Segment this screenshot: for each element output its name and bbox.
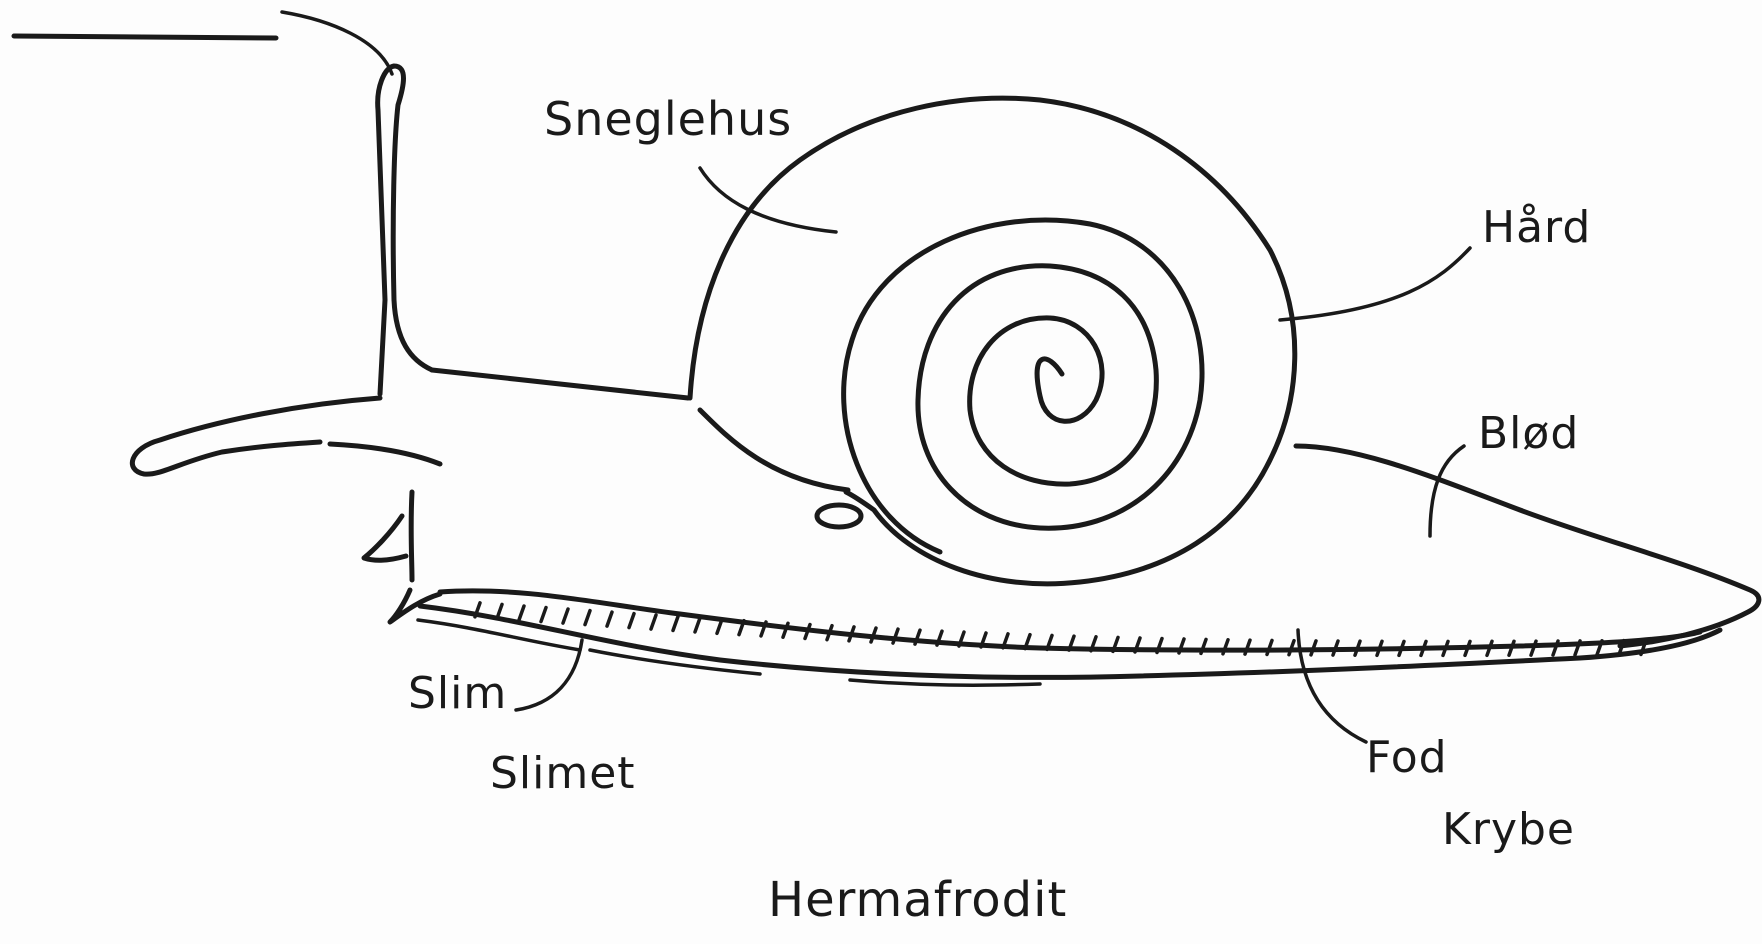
slime-leader-line: [516, 640, 582, 710]
body-back-front: [432, 370, 688, 398]
foot-hatch-mark: [1421, 641, 1426, 655]
shell-leader-line: [700, 168, 836, 232]
foot-top: [440, 591, 1700, 650]
foot-hatch-mark: [673, 617, 678, 631]
foot-hatch-mark: [1333, 641, 1338, 655]
foot-hatch-mark: [1377, 641, 1382, 655]
body-back-rear: [1296, 446, 1759, 646]
lower-tentacle-line-2: [330, 444, 440, 464]
head-front: [411, 492, 412, 580]
slime-trail-1: [418, 620, 580, 650]
label-hermaphrodite: Hermafrodit: [768, 876, 1067, 924]
label-slime: Slim: [408, 672, 507, 716]
hard-leader-line: [1280, 248, 1470, 320]
breathing-pore: [817, 505, 861, 527]
foot-hatch-mark: [1465, 641, 1470, 655]
foot-hatch-mark: [1509, 641, 1514, 655]
shell-spiral: [844, 220, 1202, 552]
soft-leader-line: [1430, 446, 1464, 536]
foot-hatch-mark: [563, 609, 568, 623]
foot-hatch-mark: [871, 628, 876, 642]
label-foot: Fod: [1366, 736, 1448, 780]
foot-hatch-mark: [541, 608, 546, 622]
label-shell: Sneglehus: [544, 96, 792, 142]
mantle: [700, 410, 848, 490]
foot-hatch-mark: [519, 606, 524, 620]
foot-hatch-mark: [849, 627, 854, 641]
foot-bottom: [420, 606, 1720, 677]
label-hard: Hård: [1482, 206, 1591, 250]
foot-hatch-mark: [1399, 641, 1404, 655]
foot-leader-line: [1298, 630, 1366, 742]
foot-hatch-mark: [1311, 641, 1316, 655]
foot-hatch-mark: [827, 626, 832, 640]
foot-hatch-mark: [497, 604, 502, 618]
foot-hatch-mark: [651, 615, 656, 629]
foot-hatch-mark: [805, 625, 810, 639]
blank-label-line: [14, 36, 276, 38]
foot-hatch-mark: [1443, 641, 1448, 655]
foot-hatch-mark: [1355, 641, 1360, 655]
label-soft: Blød: [1478, 412, 1579, 456]
label-slimy: Slimet: [490, 752, 636, 796]
lower-tentacle: [132, 398, 380, 474]
foot-hatch-mark: [695, 618, 700, 632]
foot-hatch-mark: [585, 611, 590, 625]
eyestalk-leader-line: [282, 12, 392, 74]
mouth: [364, 516, 406, 560]
label-crawl: Krybe: [1442, 808, 1575, 852]
slime-trail-3: [850, 680, 1040, 685]
foot-hatch-mark: [607, 612, 612, 626]
eye-stalk: [378, 66, 432, 394]
foot-hatch-mark: [1487, 641, 1492, 655]
foot-hatch-mark: [629, 614, 634, 628]
